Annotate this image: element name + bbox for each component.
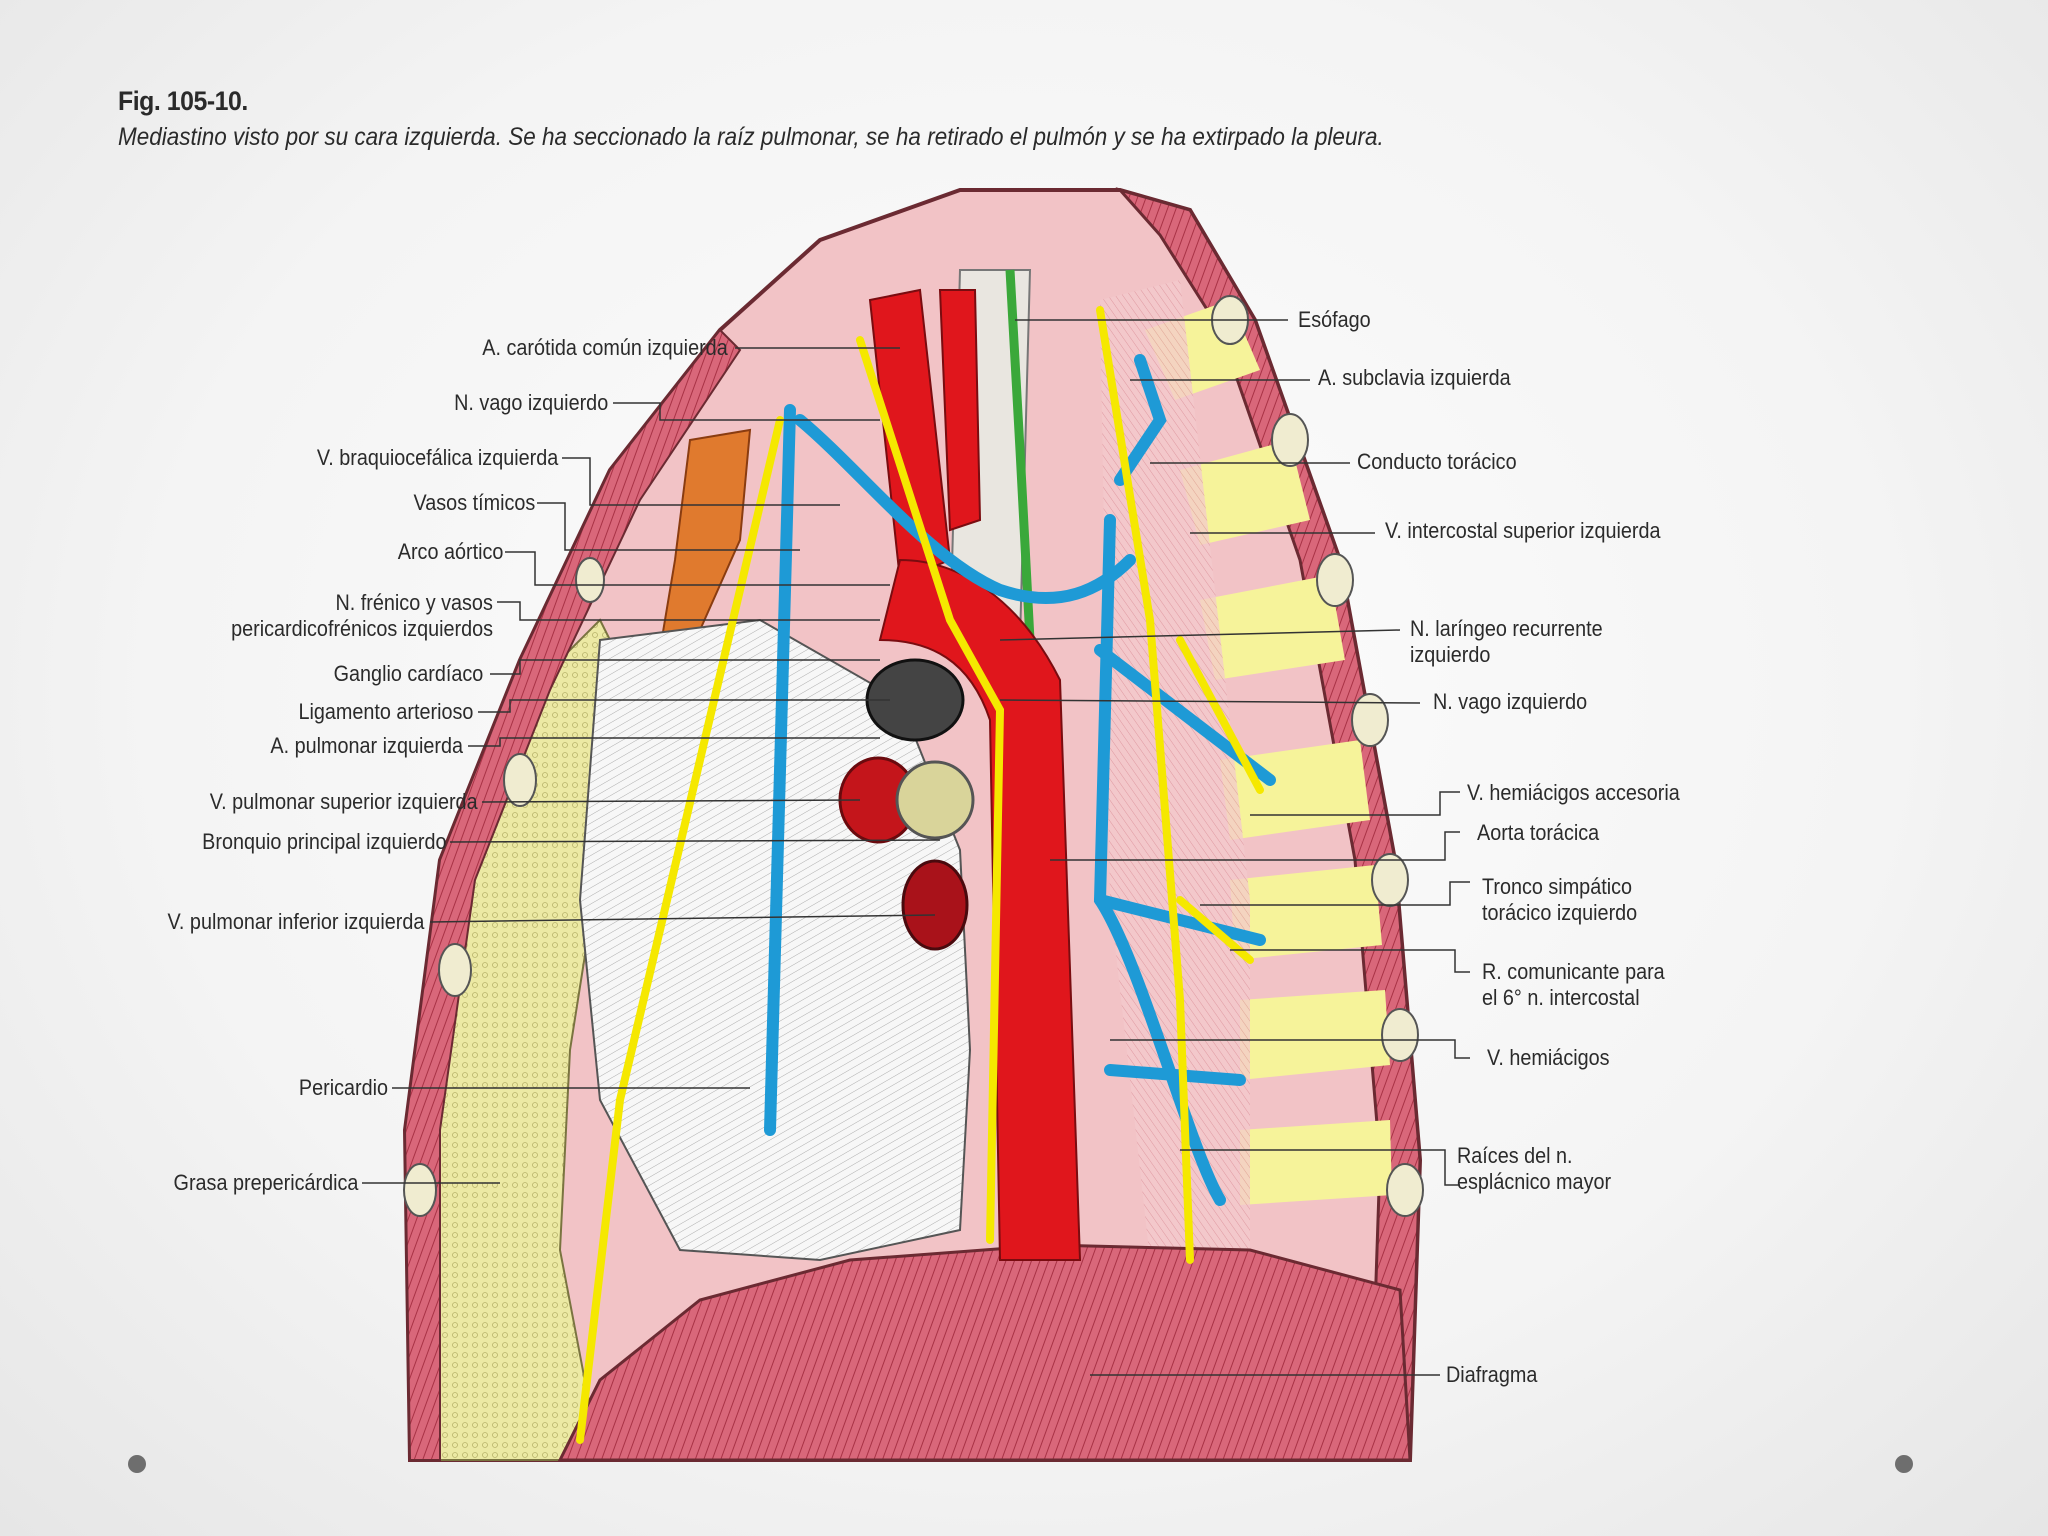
label-left-thymic-vessels: Vasos tímicos xyxy=(413,490,535,515)
figure-header: Fig. 105-10. Mediastino visto por su car… xyxy=(118,86,1524,152)
label-left-pericardium: Pericardio xyxy=(298,1075,388,1100)
label-right-recurrent-laryngeal-nerve: N. laríngeo recurrente xyxy=(1410,616,1603,641)
vertebrae xyxy=(403,295,1424,1217)
label-right-accessory-hemiazygos-vein: V. hemiácigos accesoria xyxy=(1467,780,1680,805)
figure-caption: Mediastino visto por su cara izquierda. … xyxy=(118,123,1384,151)
label-left-brachiocephalic-vein: V. braquiocefálica izquierda xyxy=(316,445,558,470)
label-left-carotid-artery: A. carótida común izquierda xyxy=(482,335,728,360)
label-right-thoracic-aorta: Aorta torácica xyxy=(1477,820,1600,845)
label-left-aortic-arch: Arco aórtico xyxy=(397,539,503,564)
label-left-pericardiophrenic-vessels: pericardicofrénicos izquierdos xyxy=(231,616,493,641)
label-right-subclavian-artery: A. subclavia izquierda xyxy=(1318,365,1511,390)
label-left-pulmonary-artery: A. pulmonar izquierda xyxy=(270,733,463,758)
label-left-main-bronchus: Bronquio principal izquierdo xyxy=(201,829,446,854)
label-left-cardiac-ganglion: Ganglio cardíaco xyxy=(333,661,483,686)
label-right-splanchnic-nerve-roots: Raíces del n. xyxy=(1457,1143,1573,1168)
label-right-splanchnic-nerve-roots-line2: esplácnico mayor xyxy=(1457,1169,1612,1194)
label-left-prepericardial-fat: Grasa prepericárdica xyxy=(173,1170,358,1195)
pulmonary-root xyxy=(838,658,975,951)
label-left-phrenic-nerve: N. frénico y vasos xyxy=(335,590,493,615)
label-right-esophagus: Esófago xyxy=(1298,307,1371,332)
leader-lines-right xyxy=(999,319,1470,1376)
thoracic-duct xyxy=(1005,269,1035,641)
label-left-superior-pulmonary-vein: V. pulmonar superior izquierda xyxy=(210,789,478,814)
label-right-communicating-branch: R. comunicante para xyxy=(1482,959,1665,984)
label-right-sympathetic-trunk-line2: torácico izquierdo xyxy=(1482,900,1638,925)
label-right-communicating-branch-line2: el 6° n. intercostal xyxy=(1482,985,1640,1010)
label-right-intercostal-vein: V. intercostal superior izquierda xyxy=(1385,518,1661,543)
label-right-sympathetic-trunk: Tronco simpático xyxy=(1482,874,1633,899)
label-right-recurrent-laryngeal-nerve-line2: izquierdo xyxy=(1410,642,1491,667)
label-right-diaphragm: Diafragma xyxy=(1446,1362,1538,1387)
nav-dot-icon[interactable] xyxy=(128,1455,146,1473)
label-right-thoracic-duct: Conducto torácico xyxy=(1357,449,1517,474)
label-left-inferior-pulmonary-vein: V. pulmonar inferior izquierda xyxy=(167,909,424,934)
label-left-ligamentum-arteriosum: Ligamento arterioso xyxy=(297,699,473,724)
leader-lines-left xyxy=(362,347,941,1184)
label-right-hemiazygos-vein: V. hemiácigos xyxy=(1487,1045,1610,1070)
label-left-vagus-nerve: N. vago izquierdo xyxy=(453,390,608,415)
nav-dot-icon[interactable] xyxy=(1895,1455,1913,1473)
figure-number: Fig. 105-10. xyxy=(118,86,248,116)
label-right-vagus-nerve: N. vago izquierdo xyxy=(1433,689,1588,714)
